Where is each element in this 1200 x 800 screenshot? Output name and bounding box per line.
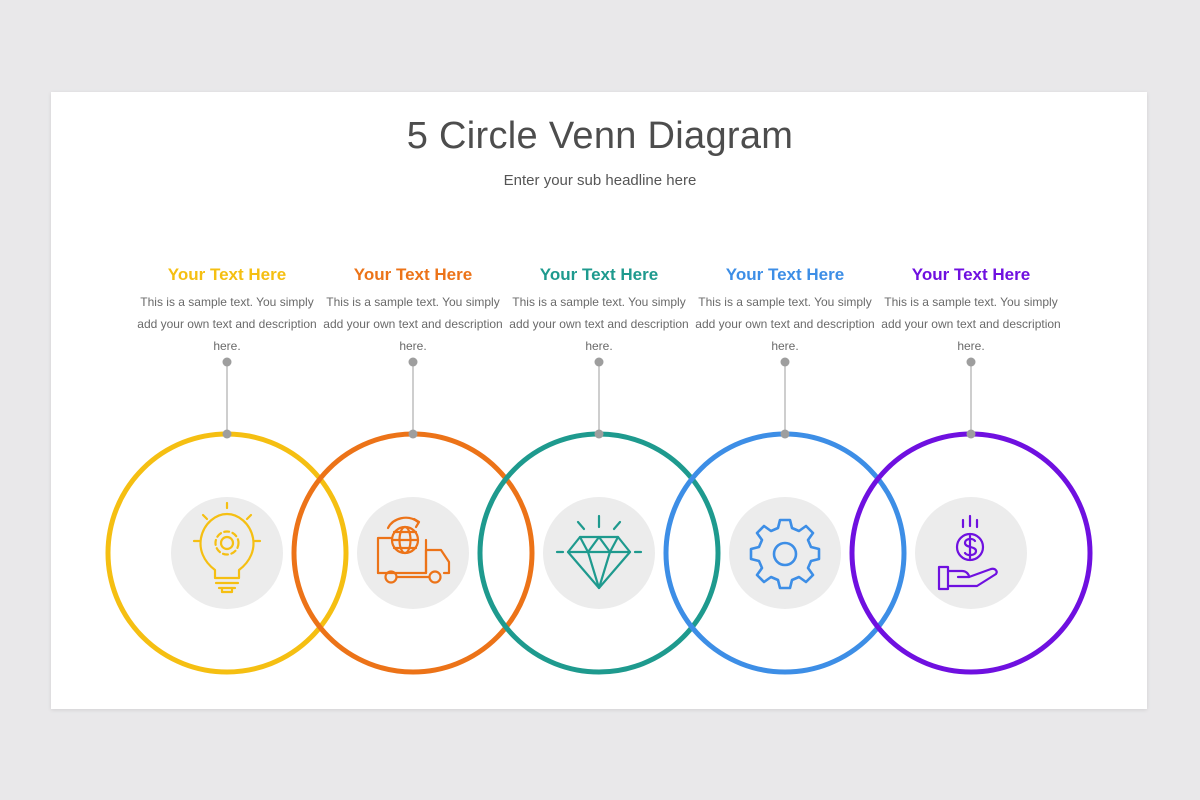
item-1-description: This is a sample text. You simply add yo…	[137, 295, 317, 353]
dot-top-5	[966, 357, 976, 367]
item-4-heading: Your Text Here	[725, 265, 845, 284]
icon-disc-1	[171, 497, 283, 609]
item-1-text: Your Text Here This is a sample text. Yo…	[137, 265, 317, 357]
item-5-description: This is a sample text. You simply add yo…	[881, 295, 1061, 353]
dot-top-2	[408, 357, 418, 367]
item-2-heading: Your Text Here	[353, 265, 473, 284]
item-3-text: Your Text Here This is a sample text. Yo…	[509, 265, 689, 357]
item-5-text: Your Text Here This is a sample text. Yo…	[881, 265, 1061, 357]
item-2-text: Your Text Here This is a sample text. Yo…	[323, 265, 503, 357]
item-3-heading: Your Text Here	[539, 265, 659, 284]
dot-ring-5	[966, 429, 976, 439]
icon-disc-2	[357, 497, 469, 609]
item-1-heading: Your Text Here	[167, 265, 287, 284]
item-4-description: This is a sample text. You simply add yo…	[695, 295, 875, 353]
connector-dots	[222, 357, 976, 439]
connectors	[226, 362, 972, 434]
dot-ring-2	[408, 429, 418, 439]
hand-dollar-coin-icon	[937, 514, 998, 591]
page-title: 5 Circle Venn Diagram	[406, 115, 794, 157]
item-4-text: Your Text Here This is a sample text. Yo…	[695, 265, 875, 357]
diamond-icon	[555, 514, 643, 590]
dot-ring-3	[594, 429, 604, 439]
dot-top-3	[594, 357, 604, 367]
gear-icon	[749, 518, 821, 590]
dot-ring-4	[780, 429, 790, 439]
lightbulb-gear-icon	[192, 501, 262, 594]
page-subtitle: Enter your sub headline here	[503, 172, 697, 189]
dot-top-4	[780, 357, 790, 367]
dot-ring-1	[222, 429, 232, 439]
icon-disc-4	[729, 497, 841, 609]
item-3-description: This is a sample text. You simply add yo…	[509, 295, 689, 353]
delivery-truck-globe-icon	[376, 516, 451, 584]
dot-top-1	[222, 357, 232, 367]
item-5-heading: Your Text Here	[911, 265, 1031, 284]
item-2-description: This is a sample text. You simply add yo…	[323, 295, 503, 353]
